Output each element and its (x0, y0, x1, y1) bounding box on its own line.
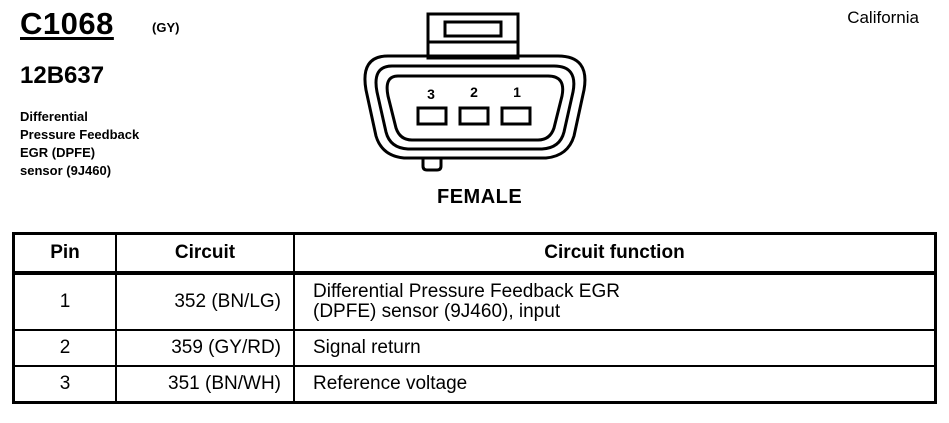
pin-label-1: 1 (513, 84, 521, 100)
row-function-line: Differential Pressure Feedback EGR (313, 281, 620, 302)
connector-latch (426, 12, 520, 60)
description-line: sensor (9J460) (20, 163, 112, 178)
pin-cavity-2 (458, 106, 490, 126)
pin-label-3: 3 (427, 86, 435, 102)
row-pin: 1 (12, 272, 117, 331)
pin-cavity-3 (416, 106, 448, 126)
row-circuit: 352 (BN/LG) (115, 272, 295, 331)
pin-table: Pin Circuit Circuit function 1 352 (BN/L… (12, 232, 937, 404)
table-header-row: Pin Circuit Circuit function (12, 232, 937, 275)
header-circuit: Circuit (115, 232, 295, 275)
row-function-line: Reference voltage (313, 373, 468, 394)
component-description: Differential Pressure Feedback EGR (DPFE… (20, 108, 139, 180)
table-row: 2 359 (GY/RD) Signal return (12, 329, 937, 367)
connector-housing-inner (385, 74, 565, 142)
connector-housing-outer (363, 54, 587, 160)
connector-id: C1068 (20, 6, 114, 41)
connector-housing-middle (374, 64, 576, 151)
description-line: Pressure Feedback (20, 127, 140, 142)
header-function: Circuit function (293, 232, 937, 275)
row-circuit: 351 (BN/WH) (115, 365, 295, 404)
row-function: Differential Pressure Feedback EGR (DPFE… (293, 272, 937, 331)
pin-label-2: 2 (470, 84, 478, 100)
table-row: 3 351 (BN/WH) Reference voltage (12, 365, 937, 404)
description-line: Differential (20, 109, 88, 124)
row-function: Reference voltage (293, 365, 937, 404)
table-row: 1 352 (BN/LG) Differential Pressure Feed… (12, 272, 937, 331)
connector-key (421, 158, 443, 172)
row-pin: 3 (12, 365, 117, 404)
header-pin: Pin (12, 232, 117, 275)
row-circuit: 359 (GY/RD) (115, 329, 295, 367)
row-pin: 2 (12, 329, 117, 367)
region-label: California (847, 8, 919, 27)
row-function-line: (DPFE) sensor (9J460), input (313, 301, 561, 322)
connector-face-icon: 3 2 1 (363, 12, 587, 172)
connector-color-code: (GY) (152, 20, 180, 35)
description-line: EGR (DPFE) (20, 145, 96, 160)
part-number: 12B637 (20, 62, 105, 89)
pin-cavity-1 (500, 106, 532, 126)
row-function-line: Signal return (313, 337, 421, 358)
row-function: Signal return (293, 329, 937, 367)
connector-gender: FEMALE (437, 186, 523, 208)
